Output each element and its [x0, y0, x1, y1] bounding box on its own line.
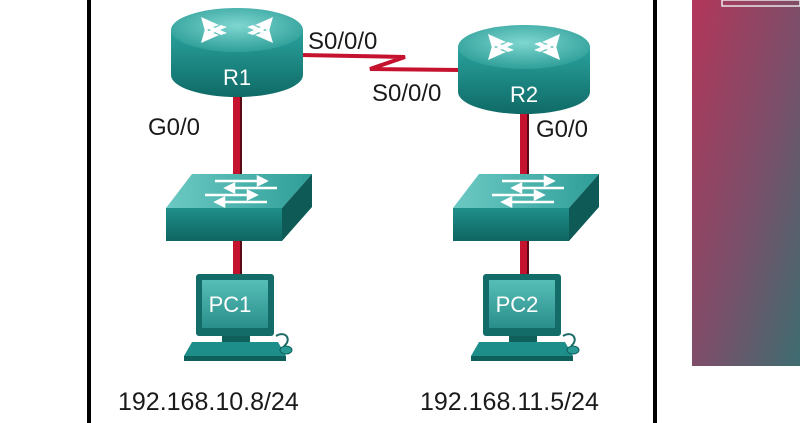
switch-2: [453, 174, 599, 241]
router-r1: R1: [171, 8, 303, 97]
router-r1-label: R1: [223, 65, 251, 90]
link-r2-switch2: [520, 112, 529, 176]
frame-left-border: [87, 0, 91, 423]
router-r2: R2: [458, 25, 590, 114]
pc-1: PC1: [184, 274, 293, 361]
pc-2-ip-label: 192.168.11.5/24: [420, 388, 599, 416]
router-arrows-icon: [201, 17, 273, 43]
pc-2-label: PC2: [496, 292, 539, 317]
r2-gig-port-label: G0/0: [536, 116, 588, 143]
pc-1-ip-label: 192.168.10.8/24: [118, 388, 299, 416]
r2-serial-port-label: S0/0/0: [372, 80, 441, 107]
frame-right-border: [653, 0, 657, 423]
switch-arrows-icon: [492, 174, 564, 209]
router-arrows-icon: [488, 34, 560, 60]
switch-arrows-icon: [205, 174, 277, 209]
switch-1: [166, 174, 312, 241]
link-switch1-pc1: [233, 240, 242, 276]
router-r2-label: R2: [510, 82, 538, 107]
pc-2: PC2: [471, 274, 580, 361]
serial-link-r1-r2: [299, 53, 461, 72]
r1-serial-port-label: S0/0/0: [308, 28, 377, 55]
link-r1-switch1: [233, 96, 242, 176]
side-panel-edge: [721, 0, 800, 7]
link-switch2-pc2: [520, 240, 529, 276]
pc-1-label: PC1: [209, 292, 252, 317]
r1-gig-port-label: G0/0: [148, 114, 200, 141]
side-decorative-panel: [692, 0, 800, 366]
